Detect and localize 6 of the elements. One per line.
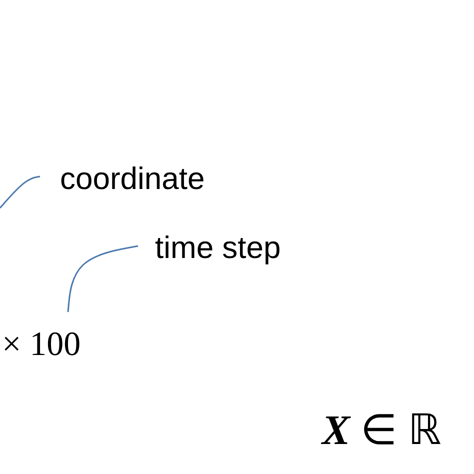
dimension-text: × 100: [2, 326, 81, 363]
math-expression: X ∈ ℝ: [322, 410, 442, 452]
annotation-text: time step: [155, 230, 281, 265]
leader-line: [0, 176, 40, 208]
annotation-text: coordinate: [60, 161, 205, 196]
leader-line: [67, 245, 138, 312]
